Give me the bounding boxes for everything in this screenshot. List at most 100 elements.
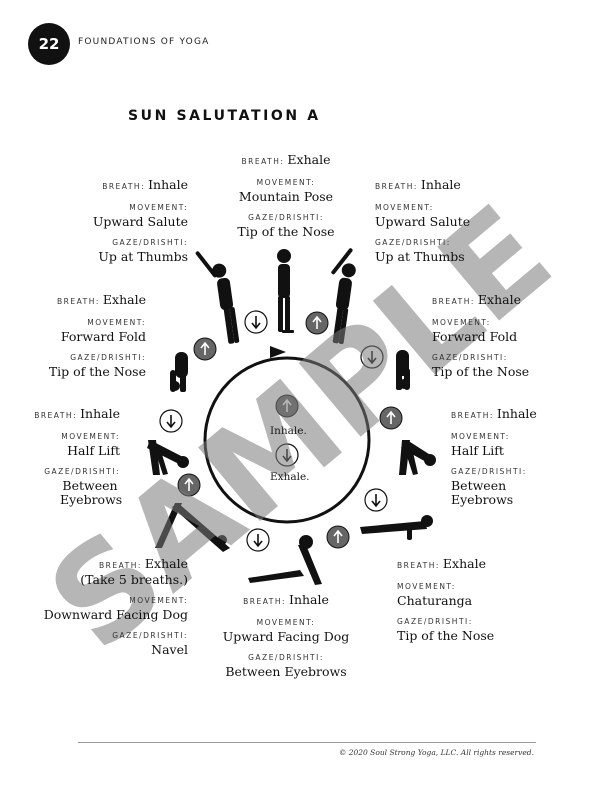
breath-value: Inhale — [420, 177, 461, 192]
breath-label: BREATH: — [102, 182, 146, 191]
forward-fold-left-figure — [170, 352, 188, 392]
movement-value: Half Lift — [451, 443, 504, 458]
running-title: FOUNDATIONS OF YOGA — [78, 37, 210, 47]
gaze-value: Tip of the Nose — [237, 224, 335, 239]
gaze-label: GAZE/DRISHTI: — [112, 631, 188, 640]
upward-salute-right-figure — [331, 248, 356, 345]
movement-value: Half Lift — [67, 443, 120, 458]
page-title: SUN SALUTATION A — [128, 108, 321, 124]
gaze-label: GAZE/DRISHTI: — [70, 353, 146, 362]
movement-label: MOVEMENT: — [129, 203, 188, 212]
breath-label: BREATH: — [243, 597, 286, 606]
page-number: 22 — [38, 35, 60, 53]
half-lift-left-figure — [147, 440, 189, 475]
movement-label: MOVEMENT: — [256, 618, 316, 627]
breath-note: (Take 5 breaths.) — [80, 572, 188, 587]
breath-label: BREATH: — [397, 561, 440, 570]
pose-block-half-lift-left: BREATH:Inhale MOVEMENT:Half Lift GAZE/DR… — [0, 406, 123, 514]
gaze-label: GAZE/DRISHTI: — [451, 467, 527, 476]
pose-block-forward-fold-left: BREATH:Exhale MOVEMENT: Forward Fold GAZE… — [0, 293, 146, 386]
gaze-label: GAZE/DRISHTI: — [432, 353, 508, 362]
pose-block-forward-fold-right: BREATH:Exhale MOVEMENT: Forward Fold GAZE… — [432, 293, 612, 386]
breath-label: BREATH: — [57, 297, 100, 306]
movement-value: Chaturanga — [397, 593, 473, 608]
mountain-pose-figure — [277, 249, 294, 333]
breath-value: Exhale — [442, 556, 486, 571]
pose-block-mountain: BREATH:Exhale MOVEMENT:Mountain Pose GAZ… — [196, 153, 376, 246]
half-lift-right-figure — [399, 440, 436, 475]
marker-exhale-right2 — [364, 488, 388, 512]
pose-silhouettes — [147, 248, 436, 585]
gaze-value: Tip of the Nose — [432, 364, 530, 379]
gaze-label: GAZE/DRISHTI: — [397, 617, 473, 626]
movement-value: Mountain Pose — [238, 189, 334, 204]
movement-value: Forward Fold — [60, 329, 146, 344]
gaze-value: Between Eyebrows — [451, 478, 514, 507]
movement-label: MOVEMENT: — [451, 432, 510, 441]
breath-value: Exhale — [102, 292, 146, 307]
breath-label: BREATH: — [432, 297, 475, 306]
breath-value: Inhale — [289, 592, 329, 607]
gaze-label: GAZE/DRISHTI: — [248, 653, 324, 662]
center-inhale-marker — [275, 394, 299, 418]
upward-salute-left-figure — [195, 251, 240, 344]
movement-label: MOVEMENT: — [256, 178, 316, 187]
footer-divider — [78, 742, 536, 743]
movement-label: MOVEMENT: — [129, 596, 188, 605]
pose-block-upward-dog: BREATH:Inhale MOVEMENT: Upward Facing Dog… — [196, 593, 376, 686]
breath-value: Inhale — [80, 406, 120, 421]
page-number-badge: 22 — [28, 23, 70, 65]
pose-block-upward-salute-right: BREATH:Inhale MOVEMENT: Upward Salute GAZ… — [375, 178, 555, 271]
breath-value: Exhale — [477, 292, 521, 307]
forward-fold-right-figure — [396, 350, 410, 390]
breath-label: BREATH: — [34, 411, 78, 420]
copyright-footer: © 2020 Soul Strong Yoga, LLC. All rights… — [338, 748, 534, 757]
movement-label: MOVEMENT: — [432, 318, 491, 327]
breath-value: Inhale — [496, 406, 537, 421]
movement-value: Forward Fold — [432, 329, 518, 344]
gaze-value: Between Eyebrows — [60, 478, 123, 507]
gaze-value: Tip of the Nose — [397, 628, 495, 643]
marker-inhale-right — [379, 406, 403, 430]
gaze-value: Between Eyebrows — [225, 664, 347, 679]
movement-label: MOVEMENT: — [87, 318, 146, 327]
gaze-label: GAZE/DRISHTI: — [375, 238, 451, 247]
breath-label: BREATH: — [241, 157, 285, 166]
cycle-arrowhead — [270, 346, 286, 358]
pose-block-upward-salute-left: BREATH:Inhale MOVEMENT: Upward Salute GAZ… — [8, 178, 188, 271]
pose-block-half-lift-right: BREATH:Inhale MOVEMENT: Half Lift GAZE/DR… — [451, 407, 591, 514]
marker-exhale-left — [159, 409, 183, 433]
marker-inhale-bottomright — [326, 525, 350, 549]
movement-value: Upward Facing Dog — [222, 629, 350, 644]
movement-value: Upward Salute — [375, 214, 471, 229]
breath-label: BREATH: — [375, 182, 418, 191]
gaze-value: Navel — [151, 642, 188, 657]
marker-exhale-bottom — [246, 528, 270, 552]
movement-label: MOVEMENT: — [61, 432, 120, 441]
cycle-circle — [203, 356, 371, 524]
marker-exhale-top — [244, 310, 268, 334]
breath-label: BREATH: — [99, 561, 142, 570]
movement-label: MOVEMENT: — [375, 203, 434, 212]
gaze-value: Up at Thumbs — [375, 249, 465, 264]
breath-label: BREATH: — [451, 411, 494, 420]
pose-block-chaturanga: BREATH:Exhale MOVEMENT: Chaturanga GAZE/D… — [397, 557, 577, 650]
gaze-value: Up at Thumbs — [98, 249, 188, 264]
center-inhale-label: Inhale. — [270, 425, 307, 437]
center-exhale-marker — [275, 443, 299, 467]
center-exhale-label: Exhale. — [270, 471, 310, 483]
gaze-label: GAZE/DRISHTI: — [112, 238, 188, 247]
chaturanga-figure — [360, 515, 433, 540]
breath-value: Exhale — [144, 556, 188, 571]
marker-inhale-topright — [305, 311, 329, 335]
marker-inhale-left2 — [177, 473, 201, 497]
upward-dog-figure — [248, 535, 322, 585]
gaze-value: Tip of the Nose — [48, 364, 146, 379]
downward-dog-figure — [155, 503, 230, 552]
breath-value: Inhale — [148, 177, 188, 192]
movement-value: Downward Facing Dog — [43, 607, 188, 622]
movement-label: MOVEMENT: — [397, 582, 456, 591]
movement-value: Upward Salute — [92, 214, 188, 229]
gaze-label: GAZE/DRISHTI: — [248, 213, 324, 222]
